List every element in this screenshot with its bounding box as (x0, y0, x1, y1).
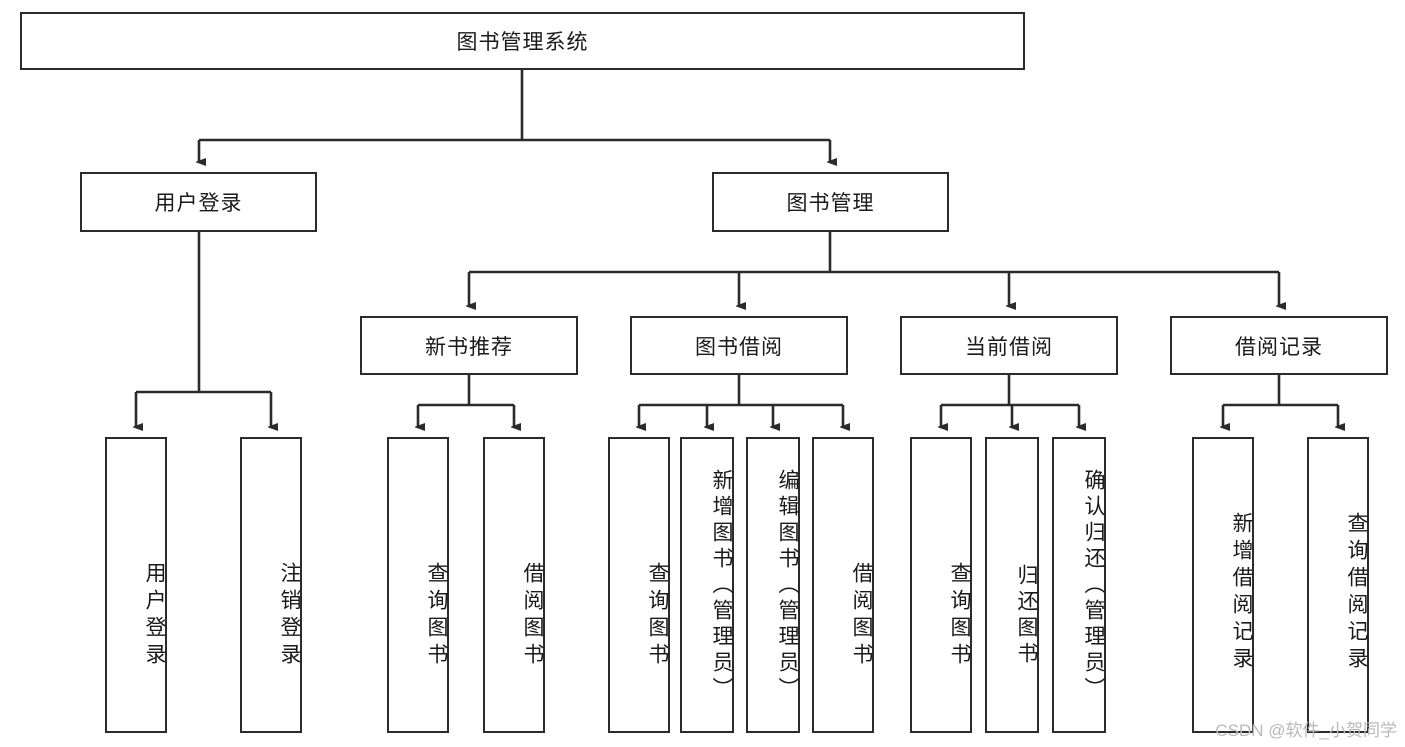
node-leaf-borrow-query[interactable]: 查询图书 (608, 437, 670, 733)
node-current-borrow[interactable]: 当前借阅 (900, 316, 1118, 375)
node-leaf-record-add[interactable]: 新增借阅记录 (1192, 437, 1254, 733)
node-leaf-borrow-lend[interactable]: 借阅图书 (812, 437, 874, 733)
node-leaf-user-logout[interactable]: 注销登录 (240, 437, 302, 733)
node-leaf-current-query[interactable]: 查询图书 (910, 437, 972, 733)
node-borrow-record[interactable]: 借阅记录 (1170, 316, 1388, 375)
node-leaf-current-return[interactable]: 归还图书 (985, 437, 1039, 733)
node-new-book-recommend[interactable]: 新书推荐 (360, 316, 578, 375)
node-leaf-recommend-borrow[interactable]: 借阅图书 (483, 437, 545, 733)
node-leaf-borrow-edit[interactable]: 编辑图书（管理员） (746, 437, 800, 733)
node-leaf-current-confirm[interactable]: 确认归还（管理员） (1052, 437, 1106, 733)
node-root[interactable]: 图书管理系统 (20, 12, 1025, 70)
node-leaf-borrow-add[interactable]: 新增图书（管理员） (680, 437, 734, 733)
node-leaf-record-query[interactable]: 查询借阅记录 (1307, 437, 1369, 733)
node-book-manage[interactable]: 图书管理 (712, 172, 949, 232)
watermark: CSDN @软件_小贺同学 (1215, 721, 1397, 740)
node-leaf-recommend-query[interactable]: 查询图书 (387, 437, 449, 733)
node-user-login[interactable]: 用户登录 (80, 172, 317, 232)
node-leaf-user-login[interactable]: 用户登录 (105, 437, 167, 733)
node-book-borrow[interactable]: 图书借阅 (630, 316, 848, 375)
